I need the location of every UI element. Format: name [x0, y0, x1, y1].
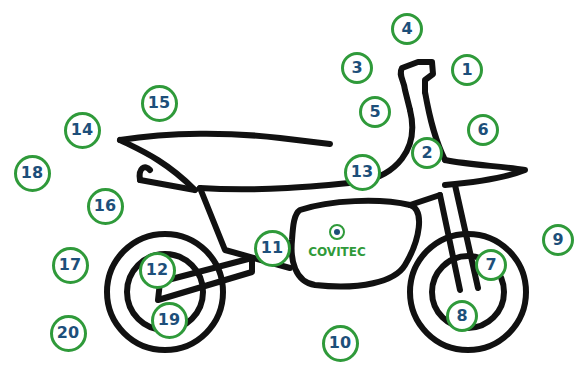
callout-number: 4 — [401, 21, 412, 37]
callout-number: 12 — [146, 262, 168, 278]
callout-circle: 10 — [322, 325, 359, 362]
callout-number: 18 — [21, 165, 43, 181]
callout-number: 7 — [485, 257, 496, 273]
logo-icon — [330, 225, 344, 239]
callout-number: 1 — [461, 62, 472, 78]
callout-circle: 9 — [542, 224, 574, 256]
callout-number: 10 — [329, 335, 351, 351]
callout-circle: 6 — [467, 114, 499, 146]
callout-circle: 1 — [451, 54, 483, 86]
callout-number: 6 — [477, 122, 488, 138]
callout-circle: 14 — [64, 112, 101, 149]
callout-number: 8 — [456, 308, 467, 324]
callout-number: 14 — [71, 122, 93, 138]
callout-number: 2 — [421, 145, 432, 161]
callout-circle: 15 — [141, 85, 178, 122]
callout-number: 19 — [158, 312, 180, 328]
callout-number: 5 — [369, 104, 380, 120]
callout-number: 20 — [57, 325, 79, 341]
callout-number: 11 — [261, 240, 283, 256]
callout-circle: 5 — [359, 96, 391, 128]
callout-circle: 7 — [475, 249, 507, 281]
brand-label: COVITEC — [308, 246, 366, 258]
callout-number: 16 — [94, 198, 116, 214]
callout-circle: 18 — [14, 155, 51, 192]
callout-circle: 20 — [50, 315, 87, 352]
callout-circle: 12 — [139, 252, 176, 289]
callout-number: 3 — [351, 60, 362, 76]
callout-number: 15 — [148, 95, 170, 111]
callout-number: 9 — [552, 232, 563, 248]
callout-circle: 4 — [391, 13, 423, 45]
callout-circle: 11 — [254, 230, 291, 267]
callout-circle: 17 — [52, 247, 89, 284]
callout-circle: 2 — [411, 137, 443, 169]
callout-circle: 8 — [446, 300, 478, 332]
callout-circle: 19 — [151, 302, 188, 339]
callout-number: 13 — [351, 164, 373, 180]
callout-circle: 16 — [87, 188, 124, 225]
callout-circle: 13 — [344, 154, 381, 191]
callout-circle: 3 — [341, 52, 373, 84]
callout-number: 17 — [59, 257, 81, 273]
